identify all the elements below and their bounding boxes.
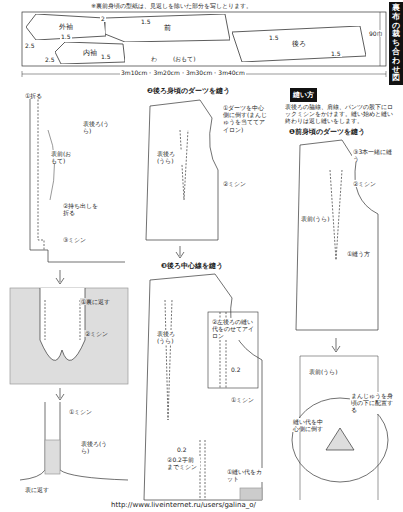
callout-text: 表後ろ(うら) — [156, 330, 184, 344]
callout-text: ②0.2手前までミシン — [166, 456, 200, 470]
piece-shape — [232, 26, 366, 62]
step-heading: ❷後ろ身頃のダーツを縫う — [146, 87, 231, 95]
callout-text: 表前(おもて) — [50, 150, 74, 164]
detail-inset — [208, 312, 258, 388]
callout-text: ①裏に返す — [80, 298, 111, 305]
callout-text: 0.2 — [230, 366, 242, 373]
front-edge — [30, 96, 125, 262]
callout-text: 表前(うら) — [308, 368, 339, 375]
callout-text: ※裏前身頃の型紙は、見返しを除いた部分を写しとります。 — [90, 2, 253, 9]
callout-text: 1.5 — [140, 18, 152, 25]
stitch-line — [200, 440, 205, 500]
callout-text: 表後ろ(うら) — [156, 150, 184, 164]
piece-shape — [105, 14, 230, 42]
step-heading: ❸後ろ中心線を縫う — [160, 262, 224, 270]
pleat-illustration — [20, 402, 128, 480]
callout-text: ②持ち出しを折る — [62, 202, 104, 216]
heading-band: 縫い方 — [290, 88, 317, 102]
callout-text: 表に返す — [24, 486, 50, 493]
shaded-panel — [10, 288, 128, 384]
dart-line — [180, 130, 188, 200]
callout-text: 2.5 — [24, 42, 36, 49]
spacer — [282, 88, 283, 89]
callout-text: ③3本一緒に縫う — [352, 148, 394, 162]
callout-text: 表後ろの脇線、肩線、パンツの股下にロックミシンをかけます。縫い始めと縫い終わりは… — [284, 103, 398, 125]
callout-text: ①折る — [24, 92, 43, 99]
shaded-area — [240, 488, 262, 500]
callout-text: 90巾 — [368, 30, 384, 37]
pattern-piece: 内袖 — [55, 42, 125, 64]
callout-text: (おもて) — [172, 55, 197, 62]
callout-text: 2.5 — [44, 56, 56, 63]
slit-illustration — [40, 288, 85, 360]
arrow — [176, 246, 184, 258]
arrow — [332, 338, 340, 352]
callout-text: 縫い代を中心側に倒す — [292, 418, 324, 432]
callout-text: ①縫い代をカット — [226, 468, 264, 482]
piece-shape — [55, 42, 125, 64]
callout-text: ②ミシン — [352, 180, 377, 187]
callout-text: 1.5 — [60, 33, 72, 40]
node-text: 前 — [164, 23, 171, 33]
front-bodice — [296, 140, 378, 330]
back-bodice — [144, 274, 262, 500]
callout-text: ①縫う方 — [346, 250, 371, 257]
stitch-line — [45, 300, 80, 340]
dimension-line — [380, 12, 381, 66]
node-text: 内袖 — [83, 48, 97, 58]
arrow — [56, 270, 64, 284]
fold-line — [48, 130, 55, 200]
callout-text: 3m10cm・3m20cm・3m30cm・3m40cm — [120, 69, 246, 76]
dart-line — [165, 300, 172, 420]
callout-text: 1.5 — [268, 34, 280, 41]
callout-text: ②左後ろの縫い代をのせてアイロン — [211, 318, 257, 340]
callout-text: まんじゅうを身頃の下に配置する — [350, 392, 398, 414]
callout-text: 表後ろ(うら) — [80, 440, 112, 454]
tailor-ham — [326, 428, 354, 450]
dimension-tick — [386, 71, 387, 77]
callout-text: 表前(うら) — [300, 215, 331, 222]
node-text: 後ろ — [292, 39, 306, 49]
callout-text: ③ミシン — [62, 236, 87, 243]
shaded-area — [45, 440, 60, 474]
step-heading: ❶前身頃のダーツを縫う — [288, 128, 366, 136]
callout-text: 1.5 — [330, 50, 342, 57]
callout-text: http://www.liveinternet.ru/users/galina_… — [110, 501, 257, 509]
node-text: 縫い方 — [293, 90, 314, 100]
back-bodice — [146, 100, 218, 240]
callout-text: ②ミシン — [222, 180, 247, 187]
callout-text: ②ミシン — [84, 330, 109, 337]
dart-line — [330, 170, 342, 260]
arrow — [56, 388, 64, 400]
pattern-piece: 後ろ — [232, 26, 366, 62]
dimension-tick — [22, 71, 23, 77]
callout-text: ①ミシン — [68, 408, 93, 415]
node-text: 外袖 — [59, 22, 73, 32]
callout-text: 表後ろ(うら) — [82, 120, 114, 134]
pattern-piece: 前 — [105, 14, 230, 42]
node-text: 裏布の裁ち合わせ図 — [392, 4, 400, 83]
callout-text: 0.2 — [176, 446, 188, 453]
fabric-outline — [22, 12, 386, 66]
heading-band: 裏布の裁ち合わせ図 — [389, 2, 403, 85]
piece-shape — [26, 14, 106, 40]
callout-text: ①ミシン — [230, 396, 255, 403]
callout-text: 1.5 — [100, 53, 112, 60]
callout-text: 2 — [100, 15, 106, 22]
stitch-line — [38, 96, 44, 250]
callout-text: わ — [150, 55, 158, 62]
callout-text: ①ダーツを中心側に倒す(まんじゅうを当ててアイロン) — [222, 104, 270, 133]
